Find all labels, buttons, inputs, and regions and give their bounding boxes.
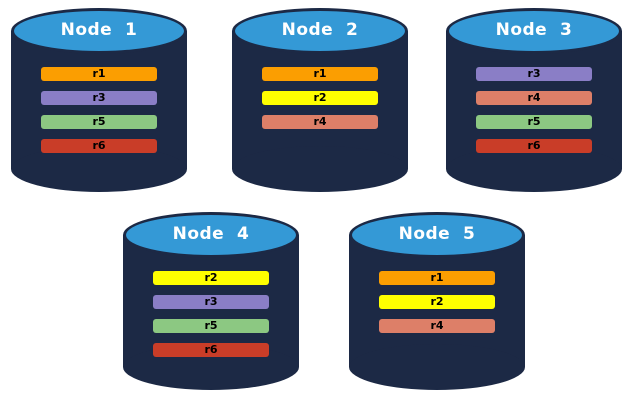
replica-bar: r1 [41,67,157,81]
cylinder-bottom [446,146,622,192]
node-title: Node 2 [281,20,359,40]
node-2-cylinder: Node 2 r1 r2 r4 [232,8,408,192]
replica-bar: r2 [262,91,378,105]
replica-bar: r6 [476,139,592,153]
replica-bar: r5 [153,319,269,333]
replica-bar: r6 [153,343,269,357]
node-5-cylinder: Node 5 r1 r2 r4 [349,212,525,390]
cylinder-bottom [11,146,187,192]
node-4-cylinder: Node 4 r2 r3 r5 r6 [123,212,299,390]
cylinder-top: Node 2 [232,8,408,54]
cylinder-top: Node 4 [123,212,299,258]
replica-bar: r1 [262,67,378,81]
node-title: Node 4 [172,224,250,244]
replica-bar: r5 [41,115,157,129]
replica-list: r1 r2 r4 [262,67,378,129]
replica-bar: r3 [41,91,157,105]
replica-bar: r4 [476,91,592,105]
replica-bar: r2 [379,295,495,309]
node-title: Node 1 [60,20,138,40]
replica-bar: r3 [476,67,592,81]
replica-bar: r2 [153,271,269,285]
replica-bar: r1 [379,271,495,285]
replica-list: r1 r3 r5 r6 [41,67,157,153]
cylinder-bottom [232,146,408,192]
replica-list: r1 r2 r4 [379,271,495,333]
replica-list: r2 r3 r5 r6 [153,271,269,357]
replica-bar: r3 [153,295,269,309]
cylinder-top: Node 1 [11,8,187,54]
cylinder-top: Node 3 [446,8,622,54]
replica-bar: r4 [262,115,378,129]
cylinder-bottom [349,344,525,390]
node-title: Node 5 [398,224,476,244]
node-title: Node 3 [495,20,573,40]
replica-list: r3 r4 r5 r6 [476,67,592,153]
node-3-cylinder: Node 3 r3 r4 r5 r6 [446,8,622,192]
replica-bar: r5 [476,115,592,129]
node-1-cylinder: Node 1 r1 r3 r5 r6 [11,8,187,192]
replica-bar: r4 [379,319,495,333]
replica-bar: r6 [41,139,157,153]
cylinder-top: Node 5 [349,212,525,258]
